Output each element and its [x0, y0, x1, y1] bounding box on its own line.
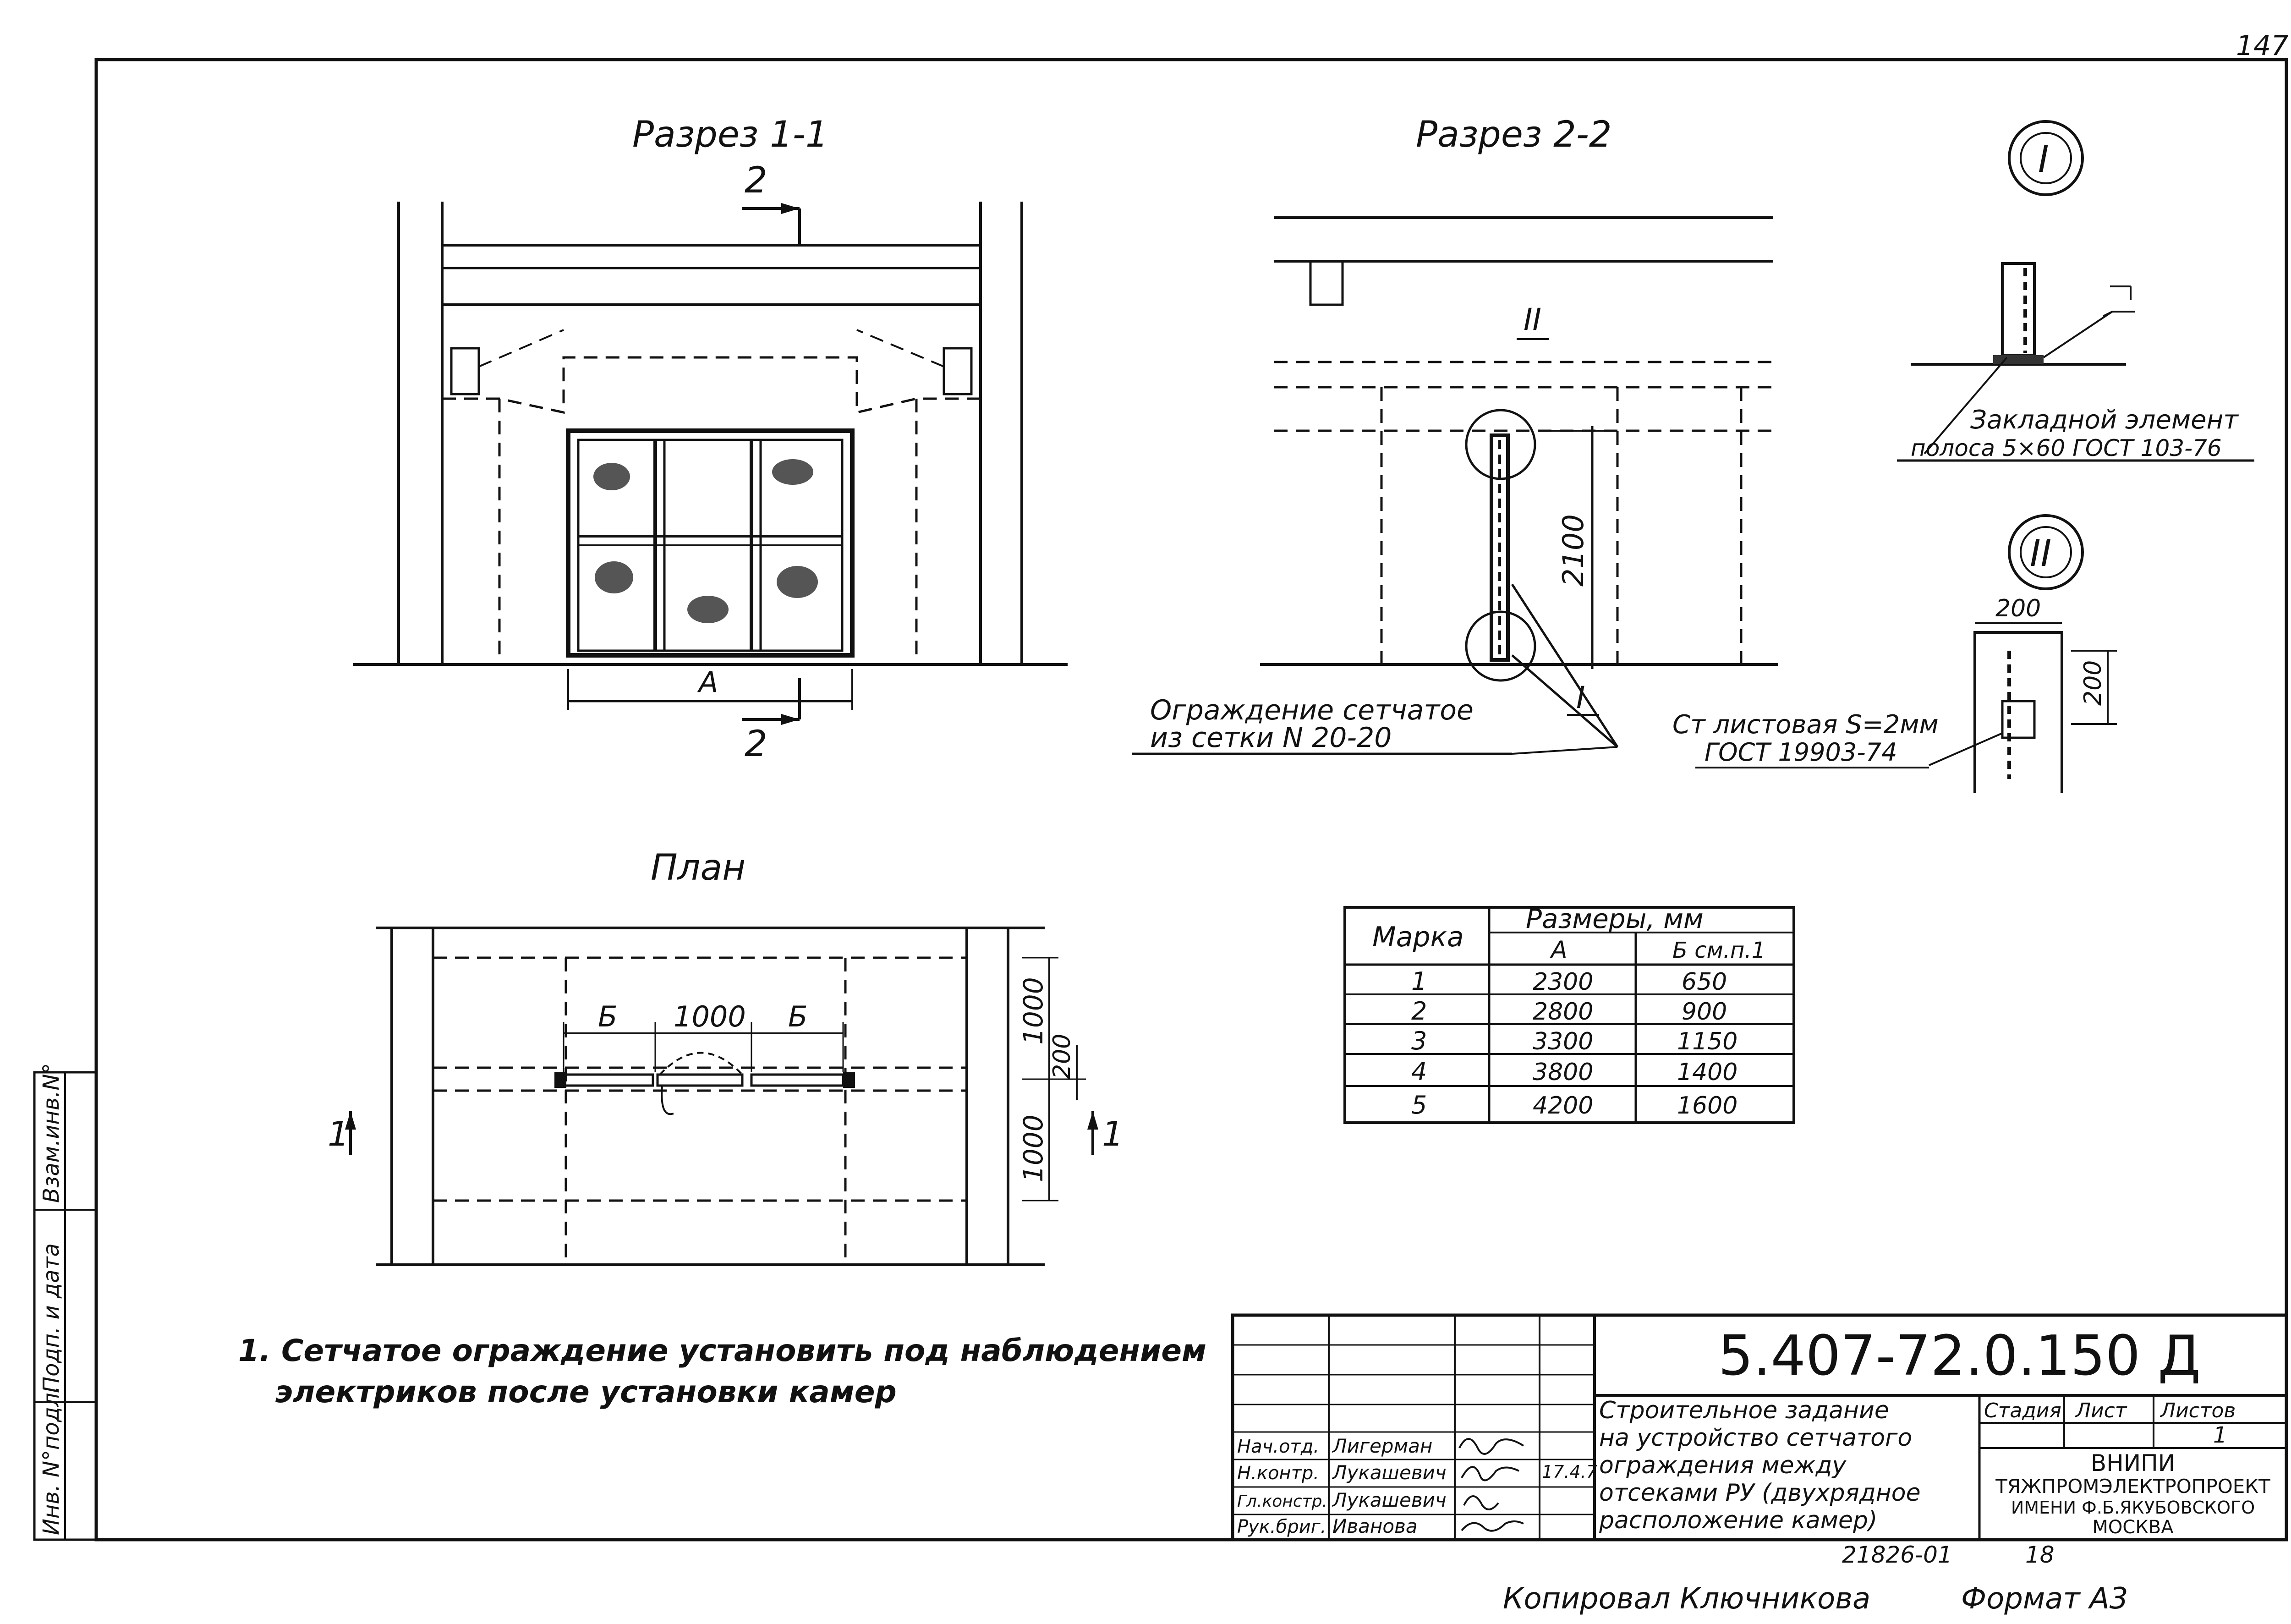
node-II-detail: II 200 200 Ст листовая S=2мм ГОСТ 19903-… — [1672, 514, 2117, 793]
embedded-label-line1: Закладной элемент — [1970, 405, 2239, 435]
dim-a-label: A — [697, 665, 718, 699]
embedded-label-line2: полоса 5×60 ГОСТ 103-76 — [1911, 435, 2222, 461]
row-a: 2800 — [1533, 998, 1593, 1026]
plan-dim-b-left: Б — [598, 1000, 618, 1033]
section-2-2-drawing: 2100 II I Ограждение сетчатое из сетки N… — [1132, 216, 1778, 755]
plan-cut-right-label: 1 — [1102, 1114, 1124, 1154]
sheets-header: Листов — [2159, 1399, 2236, 1422]
archive-sheet: 18 — [2025, 1542, 2055, 1568]
table-row: 3 3300 1150 — [1411, 1026, 1737, 1055]
doc-code: 5.407-72.0.150 Д — [1718, 1324, 2201, 1388]
table-col-b: Б см.п.1 — [1672, 938, 1765, 963]
person-name: Иванова — [1332, 1515, 1418, 1537]
archive-number: 21826-01 — [1842, 1542, 1952, 1568]
row-mark: 3 — [1411, 1026, 1427, 1055]
fence-label-line1: Ограждение сетчатое — [1150, 694, 1474, 726]
section-2-2-node-II: II — [1524, 302, 1541, 337]
signature — [1458, 1438, 1524, 1455]
table-header-mark: Марка — [1372, 921, 1464, 953]
person-role: Гл.констр. — [1237, 1492, 1327, 1511]
row-mark: 5 — [1411, 1091, 1427, 1119]
node-I-label: I — [2038, 138, 2049, 181]
sheet-header: Лист — [2075, 1399, 2127, 1422]
row-b: 1150 — [1677, 1028, 1737, 1055]
node-I-detail: I Закладной элемент полоса 5×60 ГОСТ 103… — [1897, 120, 2254, 462]
stamp-sign-date: Подп. и дата — [38, 1243, 64, 1393]
node-II-dim-v: 200 — [2079, 660, 2107, 706]
title-line: отсеками РУ (двухрядное — [1599, 1479, 1921, 1507]
title-line: Строительное задание — [1599, 1397, 1889, 1424]
row-mark: 4 — [1411, 1057, 1427, 1086]
plan-dim-v1000-bottom: 1000 — [1018, 1114, 1049, 1182]
signature — [1461, 1520, 1524, 1532]
table-header-sizes: Размеры, мм — [1526, 903, 1704, 934]
org-line: ВНИПИ — [2091, 1450, 2175, 1476]
date-mark: 17.4.7 — [1542, 1462, 1597, 1482]
person-name: Лукашевич — [1332, 1461, 1447, 1484]
row-a: 3300 — [1533, 1028, 1593, 1055]
org-line: ТЯЖПРОМЭЛЕКТРОПРОЕКТ — [1995, 1475, 2270, 1498]
person-role: Рук.бриг. — [1237, 1516, 1326, 1537]
cut-2-top-label: 2 — [745, 160, 767, 201]
row-a: 4200 — [1533, 1092, 1593, 1119]
person-role: Н.контр. — [1237, 1463, 1319, 1484]
dim-2100-label: 2100 — [1557, 514, 1590, 587]
side-stamp: Взам.инв.N° Подп. и дата Инв. N°подл. — [33, 1063, 98, 1541]
copied-by: Копировал Ключникова — [1503, 1582, 1870, 1616]
signature — [1463, 1495, 1499, 1510]
plan-cut-left-label: 1 — [328, 1114, 349, 1154]
cut-2-bottom-label: 2 — [745, 724, 767, 765]
title-line: ограждения между — [1599, 1452, 1847, 1479]
row-a: 3800 — [1533, 1059, 1593, 1086]
stamp-inv-replace: Взам.инв.N° — [38, 1063, 64, 1203]
section-2-2-node-I: I — [1576, 680, 1585, 715]
sheets-value: 1 — [2213, 1422, 2227, 1448]
title-line: на устройство сетчатого — [1599, 1424, 1912, 1452]
steel-label-line2: ГОСТ 19903-74 — [1705, 738, 1897, 767]
person-name: Лукашевич — [1332, 1489, 1447, 1511]
row-b: 900 — [1682, 998, 1727, 1026]
row-mark: 1 — [1411, 967, 1427, 996]
corner-mark: 147 — [2236, 30, 2289, 62]
org-line: ИМЕНИ Ф.Б.ЯКУБОВСКОГО — [2011, 1498, 2255, 1518]
sheet-frame — [94, 58, 2288, 1542]
node-II-label: II — [2030, 532, 2051, 575]
person-name: Лигерман — [1332, 1435, 1432, 1457]
org-line: МОСКВА — [2092, 1517, 2174, 1538]
plan-title: План — [651, 847, 745, 889]
sheet-format: Формат А3 — [1961, 1582, 2128, 1616]
plan-dim-1000: 1000 — [674, 1000, 746, 1033]
table-row: 4 3800 1400 — [1411, 1057, 1737, 1086]
node-II-dim-h: 200 — [1995, 595, 2041, 622]
steel-label-line1: Ст листовая S=2мм — [1672, 710, 1939, 740]
note-line2: электриков после установки камер — [275, 1374, 897, 1410]
plan-dim-v1000-top: 1000 — [1018, 977, 1049, 1045]
fence-label-line2: из сетки N 20-20 — [1150, 722, 1392, 754]
row-mark: 2 — [1411, 997, 1427, 1026]
table-row: 5 4200 1600 — [1411, 1091, 1737, 1119]
note-line1: 1. Сетчатое ограждение установить под на… — [238, 1333, 1206, 1368]
stamp-inv-original: Инв. N°подл. — [38, 1386, 64, 1535]
section-1-1-title: Разрез 1-1 — [632, 114, 828, 155]
signature — [1461, 1466, 1519, 1481]
table-col-a: А — [1550, 936, 1568, 964]
person-role: Нач.отд. — [1237, 1436, 1319, 1457]
row-b: 650 — [1682, 968, 1727, 996]
table-row: 2 2800 900 — [1411, 997, 1727, 1026]
row-b: 1600 — [1677, 1092, 1737, 1119]
row-a: 2300 — [1533, 968, 1593, 996]
plan-drawing: Б 1000 Б 1000 200 1000 1 1 — [328, 927, 1124, 1266]
title-line: расположение камер) — [1599, 1507, 1877, 1534]
row-b: 1400 — [1677, 1059, 1737, 1086]
section-1-1-drawing: 2 A 2 — [353, 160, 1068, 765]
title-block: 5.407-72.0.150 Д Строительное задание на… — [1231, 1313, 2288, 1568]
dimensions-table: Марка Размеры, мм А Б см.п.1 1 2300 650 … — [1343, 903, 1795, 1124]
stage-header: Стадия — [1984, 1399, 2061, 1422]
table-row: 1 2300 650 — [1411, 967, 1727, 996]
plan-dim-v200: 200 — [1048, 1034, 1076, 1079]
plan-dim-b-right: Б — [788, 1000, 808, 1033]
section-2-2-title: Разрез 2-2 — [1416, 114, 1611, 155]
